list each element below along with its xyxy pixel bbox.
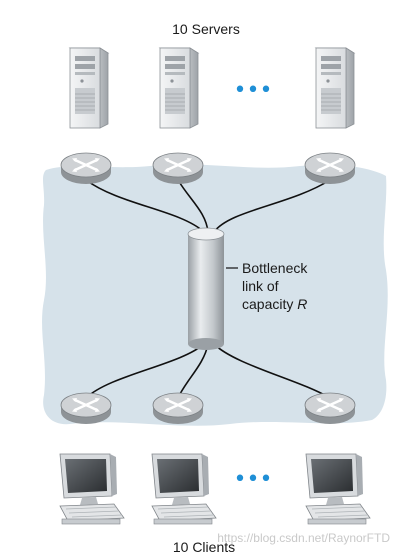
router-bottom-2 xyxy=(151,391,205,426)
desktop-computer-icon xyxy=(59,453,125,525)
desktop-computer-icon xyxy=(151,453,217,525)
servers-label: 10 Servers xyxy=(172,21,240,37)
bottleneck-label-line3: capacity R xyxy=(242,296,307,312)
router-top-1 xyxy=(59,151,113,186)
clients-label: 10 Clients xyxy=(173,539,235,555)
server-tower-icon xyxy=(69,47,109,129)
desktop-computer-icon xyxy=(305,453,371,525)
watermark: https://blog.csdn.net/RaynorFTD xyxy=(217,531,390,545)
ellipsis-top: ••• xyxy=(234,78,273,103)
router-top-2 xyxy=(151,151,205,186)
server-tower-icon xyxy=(159,47,199,129)
bottleneck-label-line2: link of xyxy=(242,278,279,294)
router-bottom-3 xyxy=(303,391,357,426)
bottleneck-link-icon xyxy=(187,227,225,350)
router-top-3 xyxy=(303,151,357,186)
server-tower-icon xyxy=(315,47,355,129)
upper-links xyxy=(85,179,331,233)
ellipsis-bottom: ••• xyxy=(234,467,273,492)
router-bottom-1 xyxy=(59,391,113,426)
bottleneck-label-line1: Bottleneck xyxy=(242,260,308,276)
